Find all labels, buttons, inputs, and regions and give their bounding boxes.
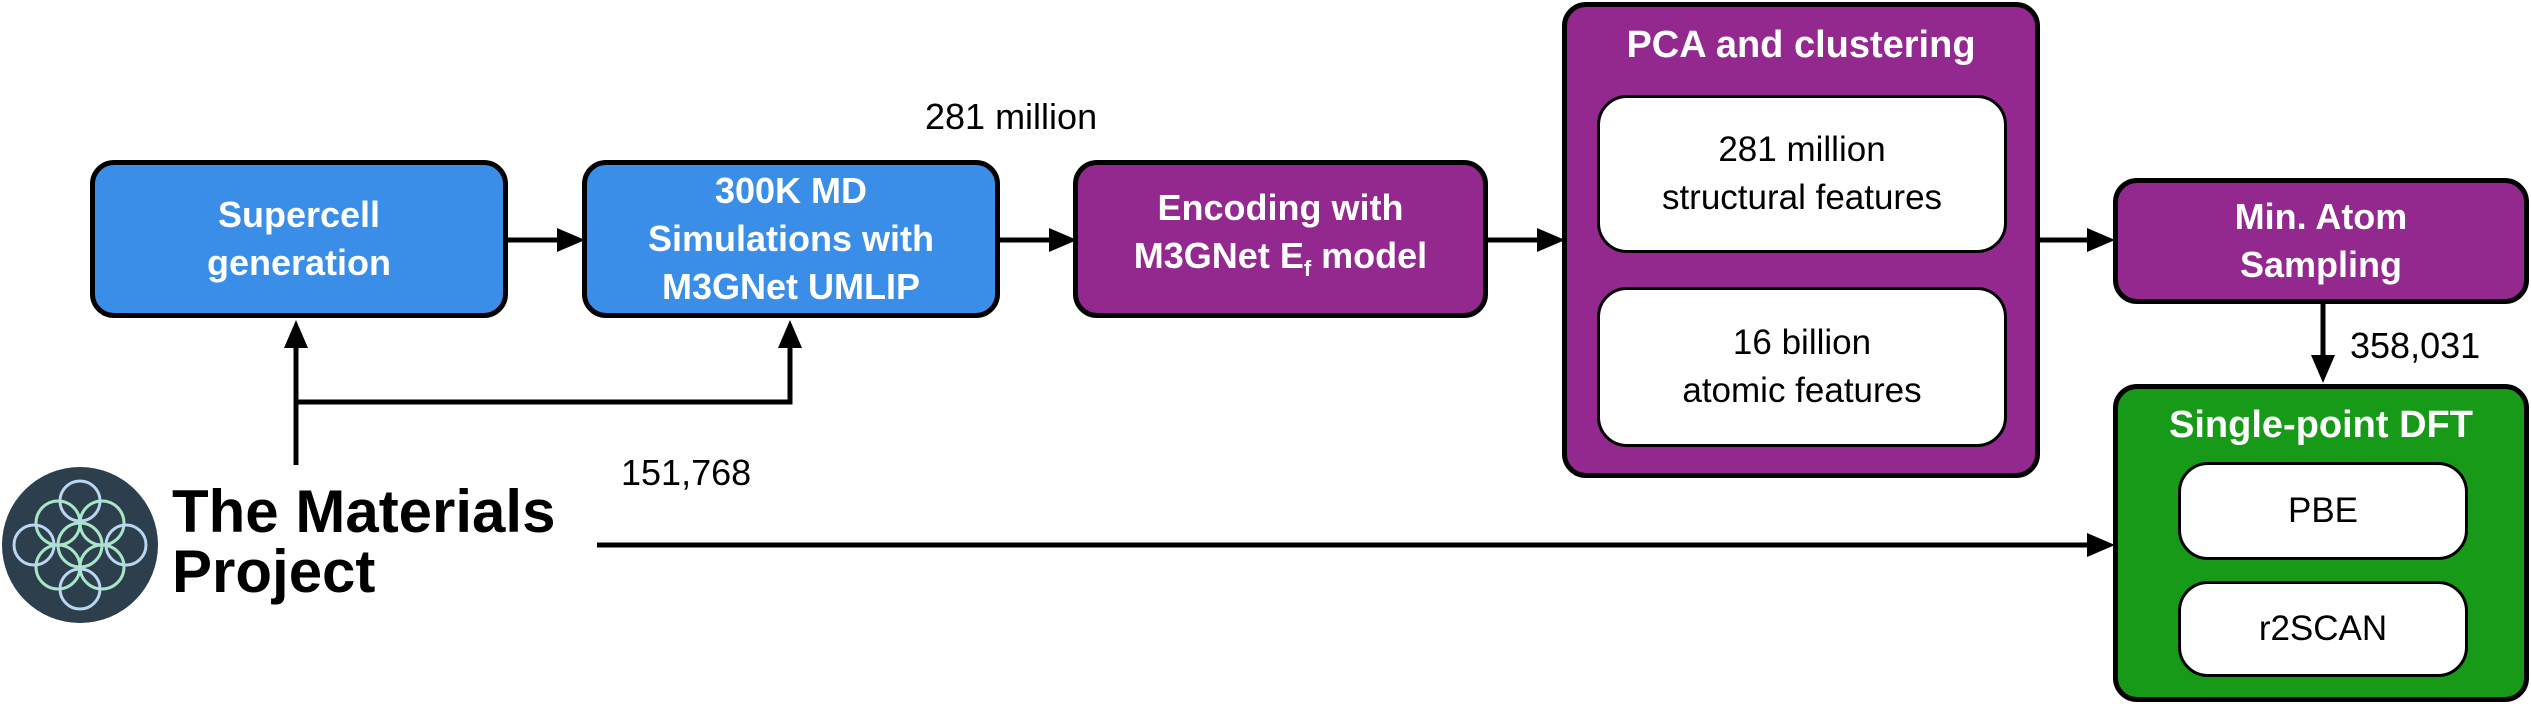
min-atom-sampling-node: Min. Atom Sampling: [2113, 178, 2529, 304]
atomic-features-line1: 16 billion: [1732, 323, 1872, 362]
r2scan-box: r2SCAN: [2178, 581, 2468, 677]
atomic-features-line2: atomic features: [1682, 371, 1922, 410]
edge-label-151768: 151,768: [621, 452, 752, 493]
encoding-line2-prefix: M3GNet E: [1133, 235, 1304, 277]
single-point-dft-node: Single-point DFT PBE r2SCAN: [2113, 384, 2529, 702]
supercell-line2: generation: [206, 242, 392, 283]
materials-project-logo-icon: [2, 467, 158, 623]
encoding-node: Encoding with M3GNet Ef model: [1073, 160, 1488, 318]
encoding-line2: M3GNet Ef model: [1134, 232, 1427, 293]
sampling-line2: Sampling: [2239, 244, 2402, 285]
encoding-line2-subscript: f: [1303, 256, 1312, 282]
edge-label-281-million: 281 million: [925, 96, 1098, 137]
encoding-line2-suffix: model: [1311, 235, 1428, 277]
materials-project-title-line2: Project: [172, 538, 376, 605]
sampling-line1: Min. Atom: [2234, 196, 2408, 237]
atomic-features-box: 16 billion atomic features: [1597, 287, 2007, 447]
structural-features-box: 281 million structural features: [1597, 95, 2007, 253]
pbe-box: PBE: [2178, 462, 2468, 560]
supercell-line1: Supercell: [217, 194, 381, 235]
edge-label-358031: 358,031: [2350, 325, 2481, 366]
dft-title: Single-point DFT: [2169, 404, 2473, 446]
supercell-generation-node: Supercell generation: [90, 160, 508, 318]
arrow-mp-to-md: [296, 345, 793, 405]
md-simulation-node: 300K MD Simulations with M3GNet UMLIP: [582, 160, 1000, 318]
structural-features-line2: structural features: [1661, 178, 1943, 217]
md-line3: M3GNet UMLIP: [661, 266, 920, 307]
pca-title: PCA and clustering: [1626, 24, 1976, 66]
md-line2: Simulations with: [647, 218, 934, 259]
encoding-line1: Encoding with: [1157, 187, 1404, 229]
structural-features-line1: 281 million: [1718, 130, 1886, 169]
pca-clustering-node: PCA and clustering 281 million structura…: [1562, 2, 2040, 478]
md-line1: 300K MD: [714, 170, 868, 211]
materials-project-title-line1: The Materials: [172, 478, 556, 545]
